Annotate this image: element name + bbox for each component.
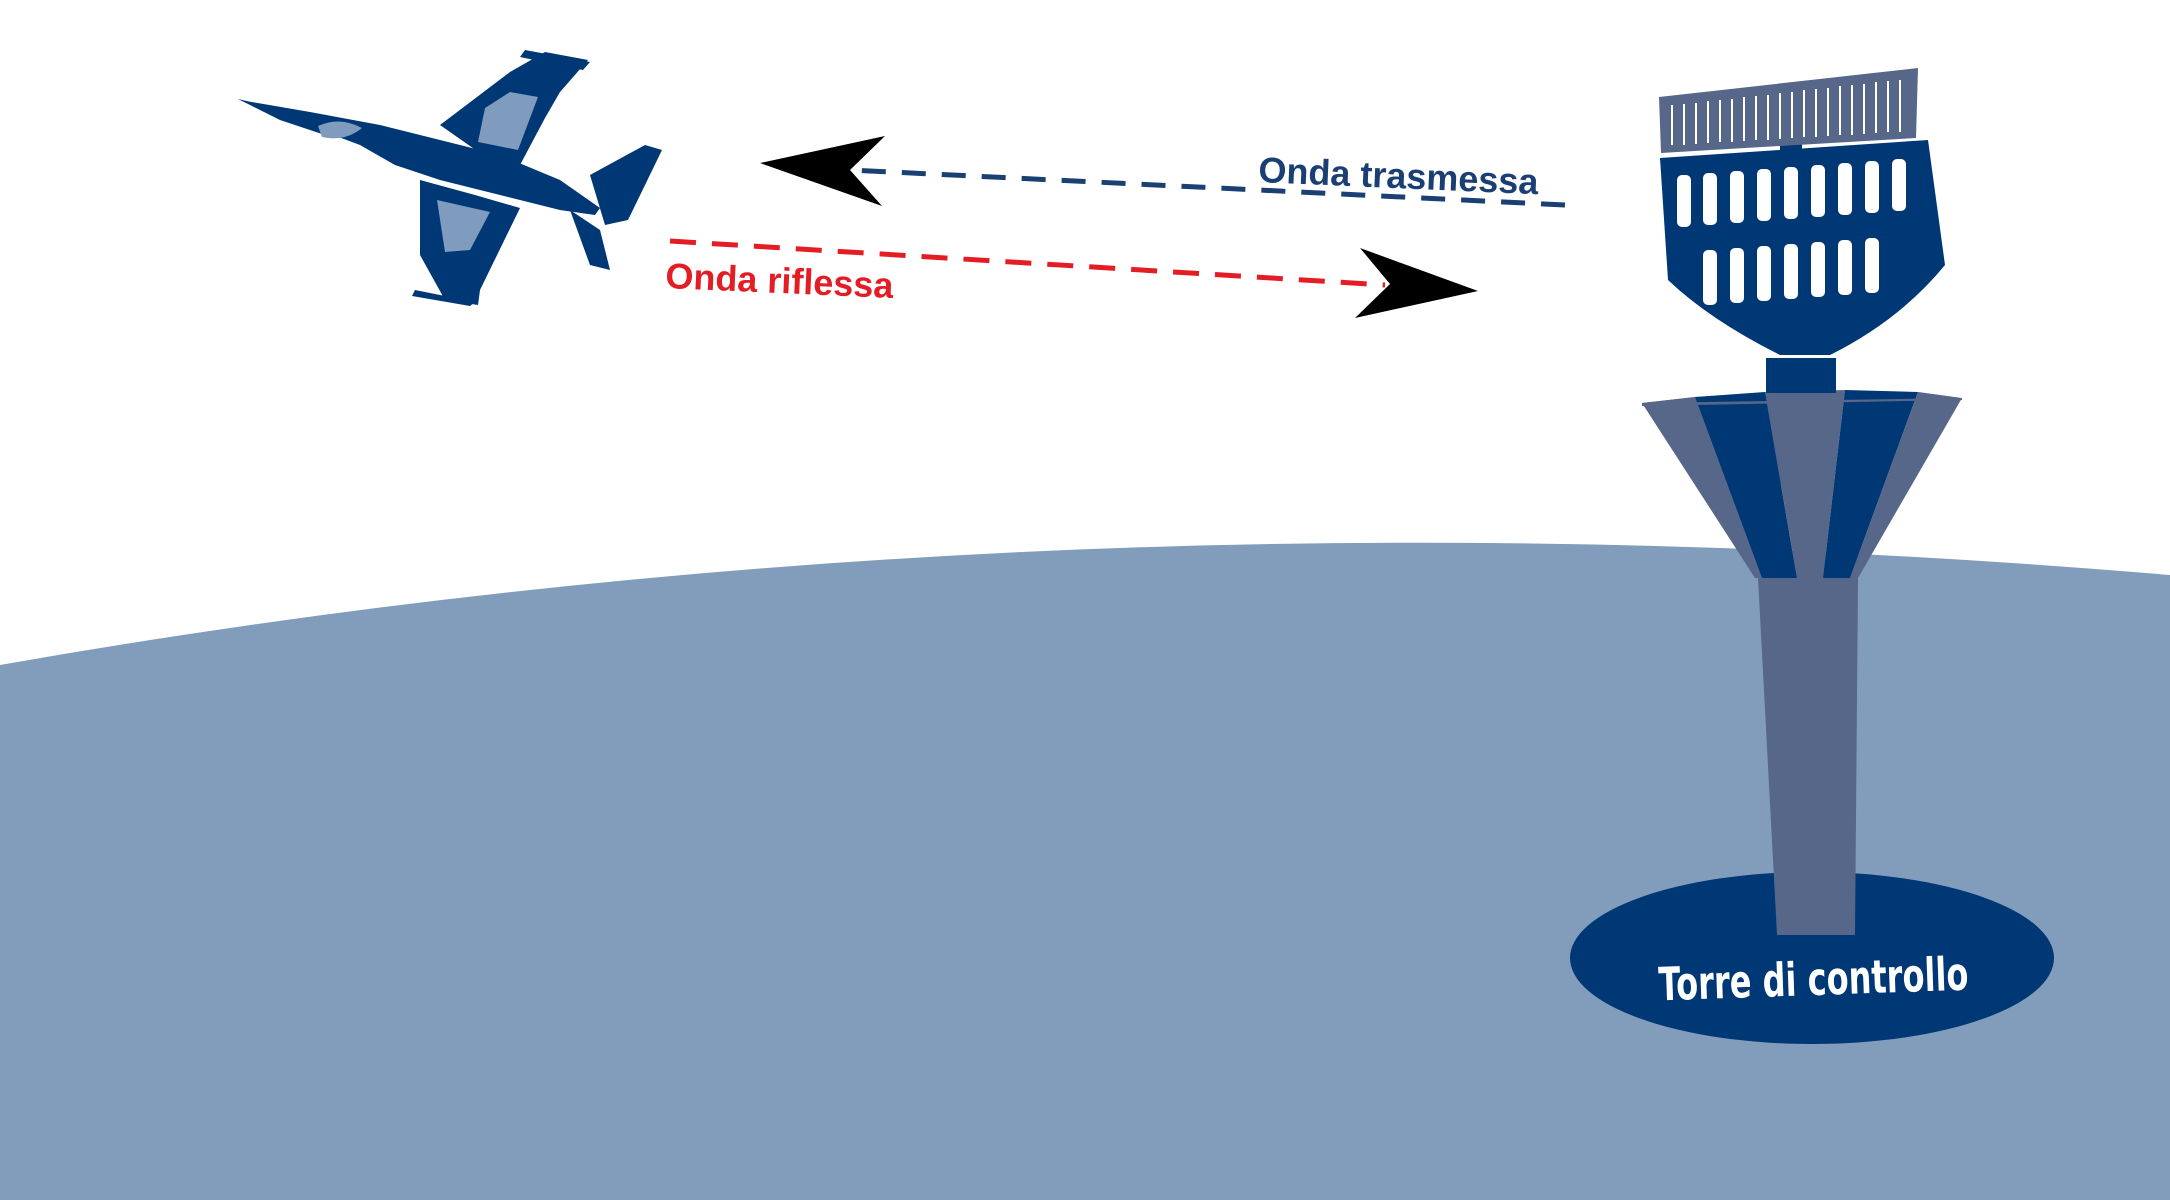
control-tower-icon	[1570, 68, 2054, 1044]
transmitted-wave-label: Onda trasmessa	[1258, 149, 1541, 202]
tower-shaft	[1758, 578, 1858, 935]
transmitted-wave-arrow	[760, 136, 1566, 208]
radar-grille	[1659, 68, 1918, 153]
jet-aircraft-icon	[238, 50, 662, 306]
transmitted-arrowhead	[760, 136, 885, 206]
tower-base	[1570, 872, 2054, 1044]
reflected-arrowhead	[1355, 248, 1478, 318]
ground-surface	[0, 542, 2170, 1200]
radar-mount	[1766, 358, 1836, 393]
control-tower-label: Torre di controllo	[1658, 947, 1970, 1012]
reflected-wave-label: Onda riflessa	[665, 255, 896, 306]
reflected-wave-arrow	[669, 238, 1478, 318]
